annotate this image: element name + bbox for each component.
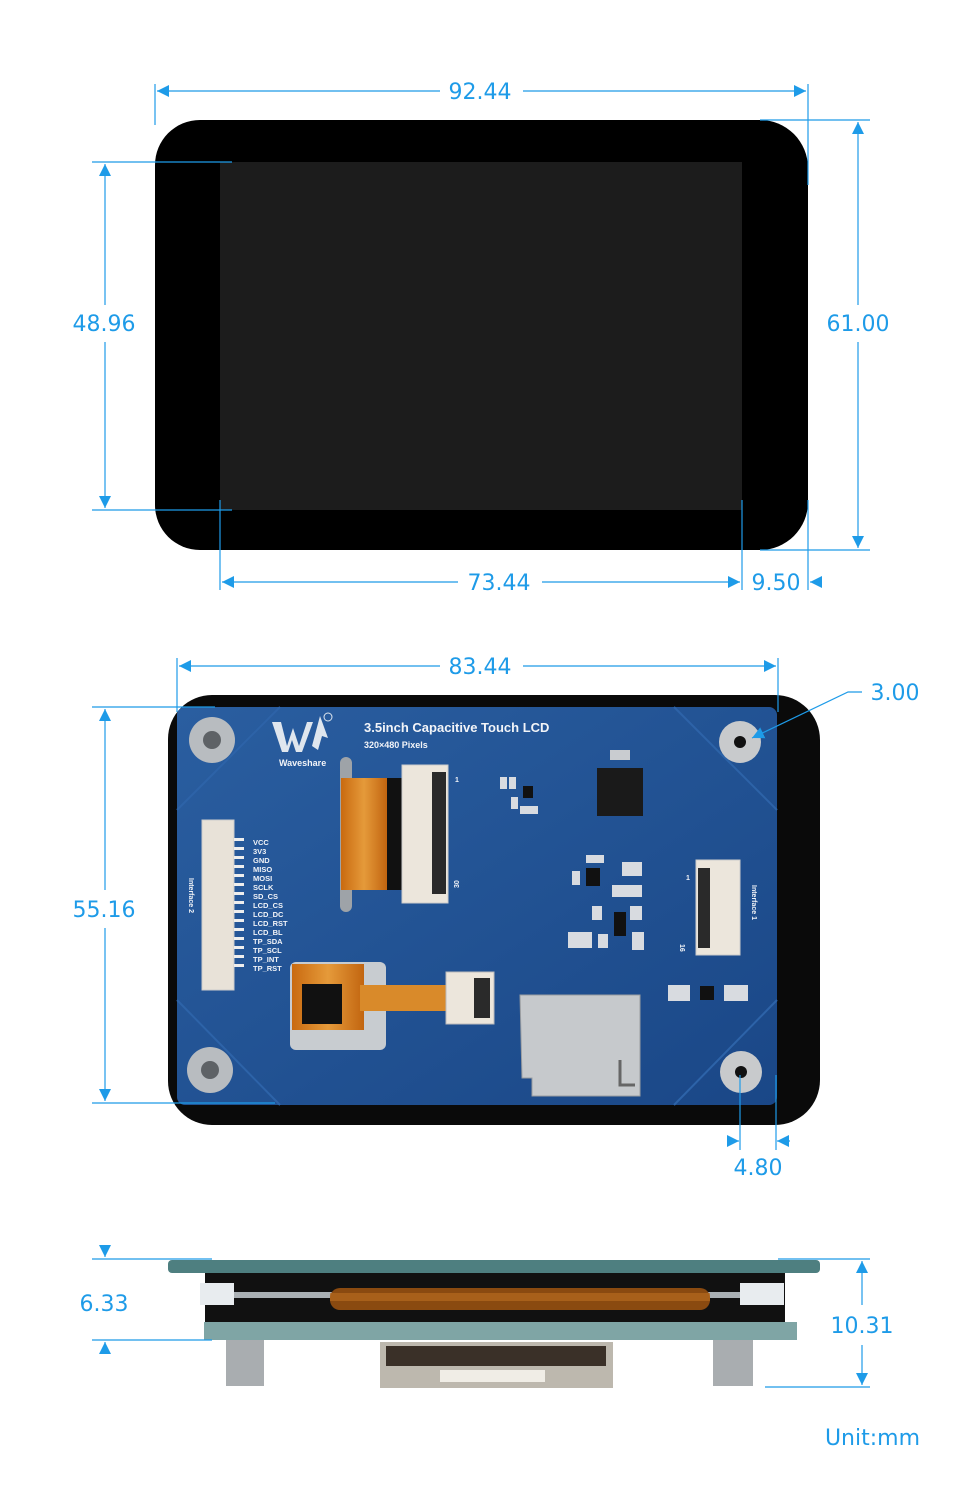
touch-controller-chip	[302, 984, 342, 1024]
unit-label: Unit:mm	[825, 1426, 920, 1451]
hole-span-height-label: 55.16	[73, 898, 136, 923]
side-dimension-lines	[92, 1245, 870, 1388]
hole-offset-label: 4.80	[734, 1156, 783, 1181]
interface-1-label: Interface 1	[750, 885, 757, 920]
pin-label: TP_INT	[253, 955, 279, 964]
brand-name: Waveshare	[279, 758, 326, 768]
pin-label: GND	[253, 856, 270, 865]
pin-label: LCD_RST	[253, 919, 288, 928]
mounting-hole	[719, 721, 761, 763]
fpc-pin-last: 30	[454, 880, 461, 888]
pin-label: 3V3	[253, 847, 266, 856]
standoff	[713, 1340, 753, 1386]
pin-label: SD_CS	[253, 892, 278, 901]
sd-card-slot	[519, 994, 641, 1097]
pcb-subtitle: 320×480 Pixels	[364, 740, 428, 750]
ic-chip	[597, 768, 643, 816]
interface-1-pin-last: 16	[678, 944, 685, 952]
pin-label: TP_SCL	[253, 946, 282, 955]
standoff-height-label: 6.33	[80, 1292, 129, 1317]
pin-label: TP_SDA	[253, 937, 283, 946]
pin-label: MISO	[253, 865, 272, 874]
lcd-active-area	[220, 162, 742, 510]
overall-thickness-label: 10.31	[831, 1314, 894, 1339]
pin-label: LCD_DC	[253, 910, 284, 919]
mounting-hole	[720, 1051, 762, 1093]
pin-label: LCD_BL	[253, 928, 283, 937]
fpc-pin-first: 1	[455, 777, 459, 784]
active-height-label: 48.96	[73, 312, 136, 337]
side-view	[168, 1260, 820, 1388]
pin-label-list: VCC 3V3 GND MISO MOSI SCLK SD_CS LCD_CS …	[253, 838, 288, 973]
cover-glass	[168, 1260, 820, 1273]
mounting-hole	[189, 717, 235, 763]
overall-height-label: 61.00	[827, 312, 890, 337]
front-dimension-lines	[92, 84, 870, 590]
pin-label: LCD_CS	[253, 901, 283, 910]
pin-label: MOSI	[253, 874, 272, 883]
front-view	[155, 120, 808, 550]
interface-2-label: Interface 2	[187, 878, 194, 913]
side-pcb	[204, 1322, 797, 1340]
lcd-fpc-cable	[341, 778, 387, 890]
mounting-hole	[187, 1047, 233, 1093]
interface-1-pin-first: 1	[686, 875, 690, 882]
pin-label: SCLK	[253, 883, 274, 892]
pin-label: TP_RST	[253, 964, 282, 973]
hole-span-width-label: 83.44	[449, 655, 512, 680]
overall-width-label: 92.44	[449, 80, 512, 105]
active-width-label: 73.44	[468, 571, 531, 596]
bezel-right-label: 9.50	[752, 571, 801, 596]
back-dimension-lines	[92, 658, 862, 1150]
hole-diameter-label: 3.00	[871, 681, 920, 706]
pcb-title: 3.5inch Capacitive Touch LCD	[364, 720, 549, 735]
back-view: Waveshare 3.5inch Capacitive Touch LCD 3…	[168, 695, 820, 1125]
interface-2-connector	[201, 819, 235, 991]
standoff	[226, 1340, 264, 1386]
pin-label: VCC	[253, 838, 269, 847]
waveshare-logo-icon	[272, 712, 333, 752]
